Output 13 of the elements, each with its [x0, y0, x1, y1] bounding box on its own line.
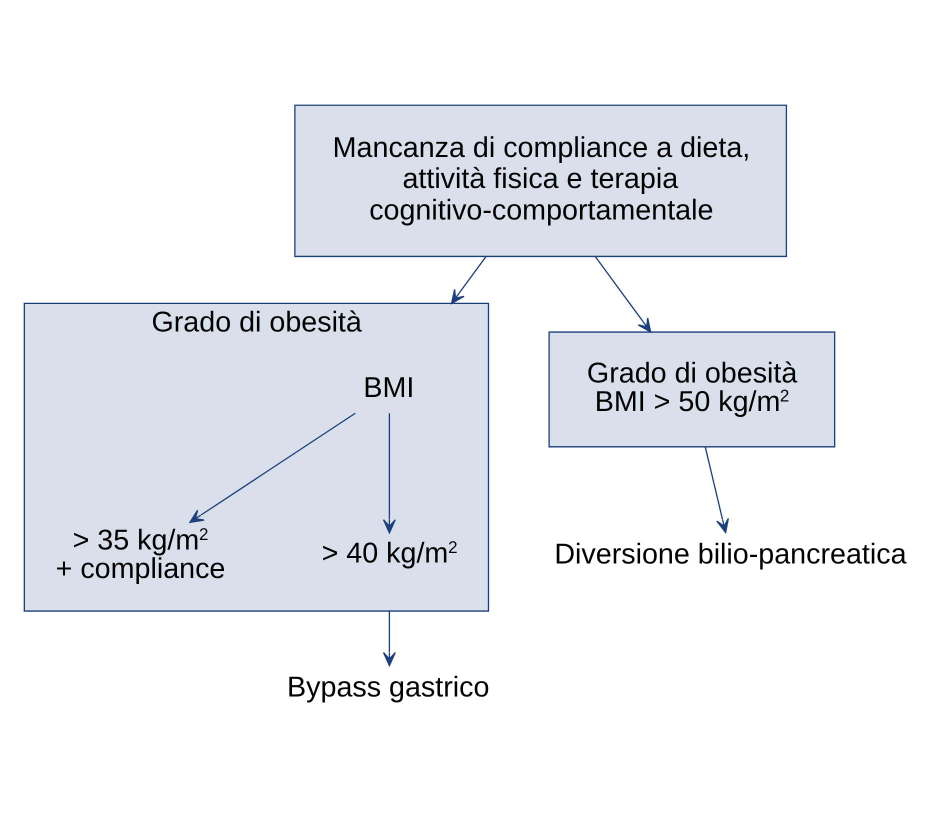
arrow: [189, 412, 356, 523]
node-text: Diversione bilio-pancreatica: [554, 538, 907, 571]
node-text: > 40 kg/m$^{2}$: [322, 537, 458, 570]
arrow: [450, 256, 487, 304]
node-text: > 35 kg/m$^{2}$ + compliance: [56, 524, 226, 585]
arrow: [594, 256, 652, 333]
arrow: [704, 446, 729, 534]
node-box: Mancanza di compliance a dieta, attività fisica e terapia cognitivo-comportamentale: [294, 104, 788, 258]
node-box: Grado di obesità BMI > 50 kg/m$^{2}$: [548, 331, 836, 448]
node-text: BMI: [363, 372, 414, 404]
arrow: [382, 413, 396, 534]
node-text: Bypass gastrico: [287, 672, 490, 704]
arrow: [382, 611, 396, 666]
